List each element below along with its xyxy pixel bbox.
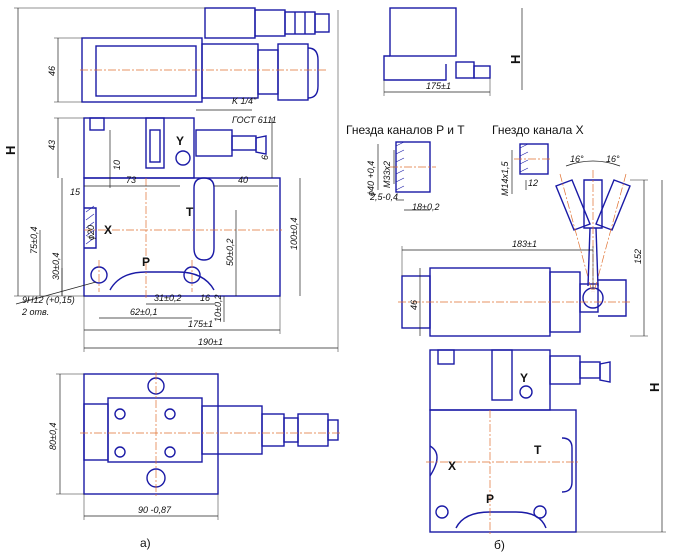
view-a-dimensions xyxy=(14,7,339,352)
caption-b: б) xyxy=(494,538,505,552)
dim-73-a: 73 xyxy=(126,175,136,185)
dim-phi20-a: ϕ20 xyxy=(86,225,96,240)
dim-50-a: 50±0,2 xyxy=(225,239,235,266)
dim-bolt-a: 9H12 (+0,15) xyxy=(22,295,75,305)
dim-16r-b: 16° xyxy=(606,154,620,164)
dim-31-a: 31±0,2 xyxy=(154,293,181,303)
dim-40-a: 40 xyxy=(238,175,248,185)
dim-h-b: H xyxy=(647,383,662,392)
port-t-b: T xyxy=(534,443,542,457)
view-a-plan-dimensions: 80±0,4 90 -0,87 а) xyxy=(48,373,219,550)
port-t-a: T xyxy=(186,205,194,219)
detail-pt-m33: M33x2 xyxy=(382,161,392,188)
dim-16-a: 16 xyxy=(200,293,210,303)
port-p-a: P xyxy=(142,255,150,269)
dim-62-a: 62±0,1 xyxy=(130,307,157,317)
caption-a: а) xyxy=(140,536,151,550)
dim-10-a: 10 xyxy=(112,160,122,170)
dim-16l-b: 16° xyxy=(570,154,584,164)
dim-30-a: 30±0,4 xyxy=(51,253,61,280)
view-b-dimensions: 183±1 46 152 H 16° 16° Y X T P б) xyxy=(401,154,666,552)
dim-175-a: 175±1 xyxy=(188,319,213,329)
detail-pt-d18: 18±0,2 xyxy=(412,202,439,212)
detail-pt-d25: 2,5-0,4 xyxy=(369,192,398,202)
detail-x: Гнездо канала X M14x1,5 12 xyxy=(492,123,584,196)
detail-x-d12: 12 xyxy=(528,178,538,188)
dim-46-a: 46 xyxy=(47,66,57,76)
dim-15-a: 15 xyxy=(70,187,81,197)
port-x-b: X xyxy=(448,459,456,473)
port-x-a: X xyxy=(104,223,112,237)
detail-x-title: Гнездо канала X xyxy=(492,123,584,137)
view-b-connector: 175±1 H xyxy=(383,7,523,96)
dim-75-a: 75±0,4 xyxy=(29,227,39,254)
dim-k-a: K 1/4" xyxy=(232,96,257,106)
dim-175-b: 175±1 xyxy=(426,81,451,91)
dim-152-b: 152 xyxy=(633,249,643,264)
dim-h-top-b: H xyxy=(508,55,523,64)
dim-100-a: 100±0,4 xyxy=(289,218,299,250)
dim-46-b: 46 xyxy=(409,300,419,310)
detail-pt-title: Гнезда каналов P и T xyxy=(346,123,465,137)
port-y-a: Y xyxy=(176,134,184,148)
dim-gost-a: ГОСТ 6111 xyxy=(232,115,276,125)
view-a-elevation xyxy=(80,7,330,300)
port-y-b: Y xyxy=(520,371,528,385)
view-a-labels: H 46 43 K 1/4" ГОСТ 6111 6 10 73 15 40 ϕ… xyxy=(3,66,299,347)
dim-183-b: 183±1 xyxy=(512,239,537,249)
detail-x-m14: M14x1,5 xyxy=(500,160,510,196)
dim-bolt-count-a: 2 отв. xyxy=(21,307,49,317)
dim-80-a: 80±0,4 xyxy=(48,423,58,450)
dim-90-a: 90 -0,87 xyxy=(138,505,172,515)
dim-6-a: 6 xyxy=(260,155,270,160)
dim-190-a: 190±1 xyxy=(198,337,223,347)
detail-pt-phi40: ϕ40 +0,4 xyxy=(366,161,376,196)
view-b-assembly xyxy=(398,170,631,534)
dim-43-a: 43 xyxy=(47,140,57,150)
detail-pt: Гнезда каналов P и T ϕ40 +0,4 M33x2 2,5-… xyxy=(346,123,465,212)
port-p-b: P xyxy=(486,492,494,506)
dim-10b-a: 10±0,2 xyxy=(213,295,223,322)
dim-h-a: H xyxy=(3,146,18,155)
view-a-plan xyxy=(80,372,340,496)
